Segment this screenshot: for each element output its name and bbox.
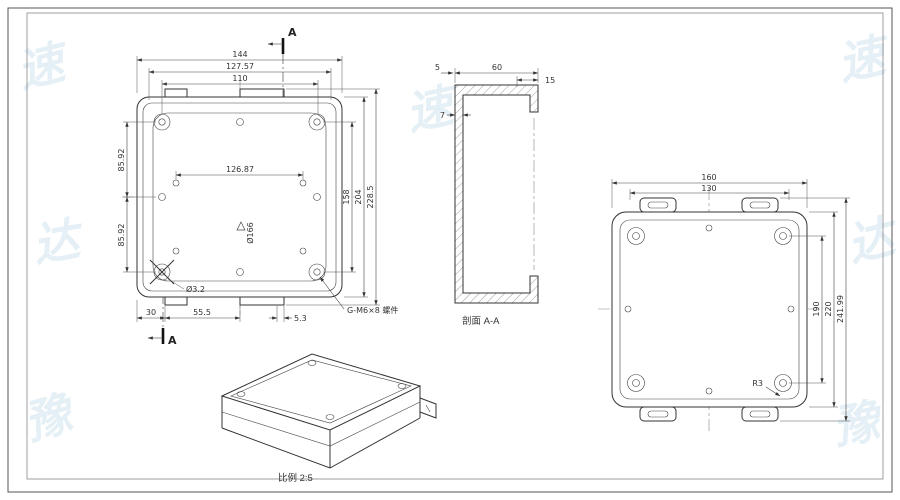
dim-label: 15 [545,76,555,85]
frame-inner [26,12,884,480]
watermark-glyph: 达 [842,210,900,272]
dim-label: 127.57 [226,62,254,71]
iso-view: 比例 2:5 [220,353,437,484]
hole-inner-left-lower [172,247,180,255]
iso-screw [325,414,335,420]
dim-label: 110 [232,74,247,83]
dim-section-lip: 15 [516,76,555,87]
iso-screw [236,391,246,397]
dim-width-outer: 144 [136,50,343,93]
hole-top-center [236,118,244,126]
dim-label: 126.87 [226,165,254,174]
dim-label: 7 [440,111,445,120]
screw-note-leader [319,276,345,310]
section-mark-top: A [267,26,297,54]
dim-label: 5.3 [294,314,307,323]
radius-label: R3 [752,379,763,388]
dim-height-overall: 228.5 [286,88,380,306]
enclosure-outer-outline [136,96,343,298]
dim-label: 85.92 [117,224,126,247]
hole-bottom-center [236,268,244,276]
dim-label: 55.5 [193,308,211,317]
section-mark-bottom: A [147,328,177,347]
hole-callout-leader [167,278,185,290]
iso-screw [307,360,317,366]
dim-label: 241.99 [836,295,845,323]
dim-label: 190 [812,301,821,316]
tab-bottom-left [164,296,188,306]
watermark-glyph: 速 [833,29,895,90]
dim-label: 204 [354,189,363,204]
iso-screw [397,383,407,389]
iso-scale-label: 比例 2:5 [278,472,313,484]
dim-inner-holes: 126.87 [175,165,304,180]
rear-view: 160 130 190 220 241.99 R3 [598,173,850,432]
section-label-top: A [288,26,297,39]
iso-bottom-edges [221,417,421,469]
section-profile [454,84,539,304]
iso-top-face-inset [230,359,412,424]
watermark-glyph: 豫 [19,387,82,450]
dim-label: 144 [232,50,247,59]
dim-rear-height-body: 220 [809,211,838,408]
dim-label: 228.5 [366,186,375,209]
dim-height-body: 204 [344,96,368,298]
dim-label: 130 [701,184,716,193]
iso-flange-slot [425,404,431,413]
dim-section-left: 5 [435,63,454,75]
tab-top-left [164,88,188,98]
section-title: 剖面 A-A [462,315,500,327]
watermark-glyph: 达 [29,213,89,272]
dim-label: 220 [824,301,833,316]
rear-hole-left [624,305,632,313]
screw-note-label: G-M6×8 螺件 [347,305,398,315]
sheet-frame [7,7,893,493]
rear-hole-right [787,305,795,313]
dim-label: 5 [435,63,440,72]
iso-lid-seam [221,401,421,447]
rear-corner-bosses [627,227,792,392]
dim-label: 85.92 [117,149,126,172]
iso-top-face [220,353,422,431]
front-view: Ø166 Ø3.2 G-M6×8 螺件 144 127.57 110 126.8… [117,26,398,347]
rear-radius-note: R3 [752,379,781,397]
center-diameter-label: Ø166 [245,222,255,244]
hole-diameter-label: Ø3.2 [186,284,205,294]
frame-outer [7,7,893,493]
dim-section-wall: 7 [440,111,471,120]
section-view: 60 5 15 7 剖面 A-A [435,63,555,327]
section-label-bottom: A [168,334,177,347]
hole-left-mid [158,193,166,201]
dim-left-lower: 85.92 [117,196,156,273]
rear-hole-top [705,224,713,232]
dim-rear-height-overall: 241.99 [780,197,850,422]
dim-rear-width-outer: 160 [611,173,808,208]
dim-rear-width-inner: 130 [629,184,790,200]
watermark-glyph: 豫 [829,395,888,454]
iso-flange [419,397,437,419]
tab-bottom-right [239,296,285,306]
dim-width-mid: 127.57 [148,62,332,100]
x-mark [149,259,175,285]
dim-bottom-row: 30 55.5 5.3 [136,300,307,323]
hole-right-mid [313,193,321,201]
hole-inner-right-lower [299,247,307,255]
center-mark-triangle [236,221,246,231]
rear-outer-outline [611,211,808,408]
dim-label: 158 [342,189,351,204]
tab-top-right [239,88,285,98]
watermark-glyph: 速 [12,35,76,97]
rear-hole-bottom [705,387,713,395]
rear-ears [639,197,779,422]
dim-label: 160 [701,173,716,182]
rear-inner-outline [619,219,800,400]
dim-label: 60 [492,63,502,72]
dim-height-screws: 158 [323,121,356,273]
dim-rear-height-screws: 190 [789,235,826,384]
dim-label: 30 [146,308,156,317]
dim-width-inner: 110 [161,74,319,114]
